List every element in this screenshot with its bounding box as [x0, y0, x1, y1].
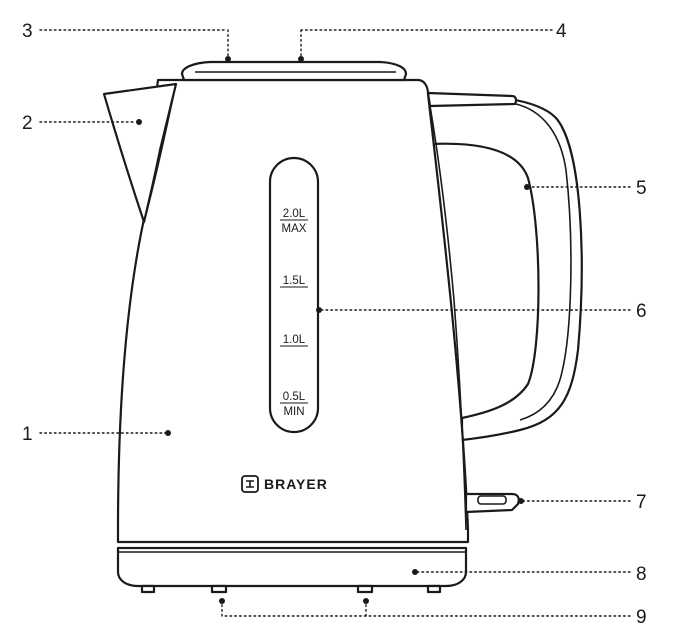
base-foot-right — [426, 584, 442, 594]
handle — [423, 94, 583, 442]
kettle-drawing: 2.0L MAX 1.5L 1.0L 0.5L MIN BRAYER — [102, 60, 583, 594]
handle-switch — [426, 91, 518, 108]
brand-logo-icon — [241, 475, 259, 493]
callout-6: 6 — [316, 301, 647, 322]
callout-label-5: 5 — [636, 178, 647, 199]
callout-8: 8 — [412, 564, 647, 585]
scale-max-value: 2.0L — [283, 208, 306, 220]
base-foot-mid-right — [356, 584, 374, 594]
scale-min-tag: MIN — [283, 406, 304, 418]
callout-2: 2 — [22, 113, 142, 134]
callout-label-3: 3 — [22, 21, 33, 42]
scale-1-0: 1.0L — [283, 334, 306, 346]
lid — [180, 60, 408, 82]
callout-label-7: 7 — [636, 492, 647, 513]
scale-min-value: 0.5L — [283, 391, 306, 403]
handle-grip-inner — [515, 103, 572, 421]
callout-3: 3 — [22, 21, 231, 62]
callout-7: 7 — [518, 492, 647, 513]
callout-1: 1 — [22, 424, 171, 445]
callout-label-1: 1 — [22, 424, 33, 445]
body-seam — [427, 93, 467, 531]
callout-label-9: 9 — [636, 607, 647, 628]
callout-9: 9 — [219, 598, 647, 628]
callout-5: 5 — [524, 178, 647, 199]
callout-label-2: 2 — [22, 113, 33, 134]
power-base — [116, 546, 468, 588]
callout-label-8: 8 — [636, 564, 647, 585]
base-foot-mid-left — [210, 584, 228, 594]
brand-logo: BRAYER — [241, 475, 328, 493]
spout-inner — [143, 83, 177, 223]
callout-label-6: 6 — [636, 301, 647, 322]
callout-4: 4 — [298, 21, 567, 62]
water-level-window — [268, 156, 320, 434]
scale-max-tag: MAX — [282, 223, 307, 235]
scale-1-5: 1.5L — [283, 275, 306, 287]
water-scale: 2.0L MAX 1.5L 1.0L 0.5L MIN — [280, 208, 308, 418]
brand-name: BRAYER — [264, 476, 328, 492]
base-foot-left — [140, 584, 156, 594]
callout-label-4: 4 — [556, 21, 567, 42]
